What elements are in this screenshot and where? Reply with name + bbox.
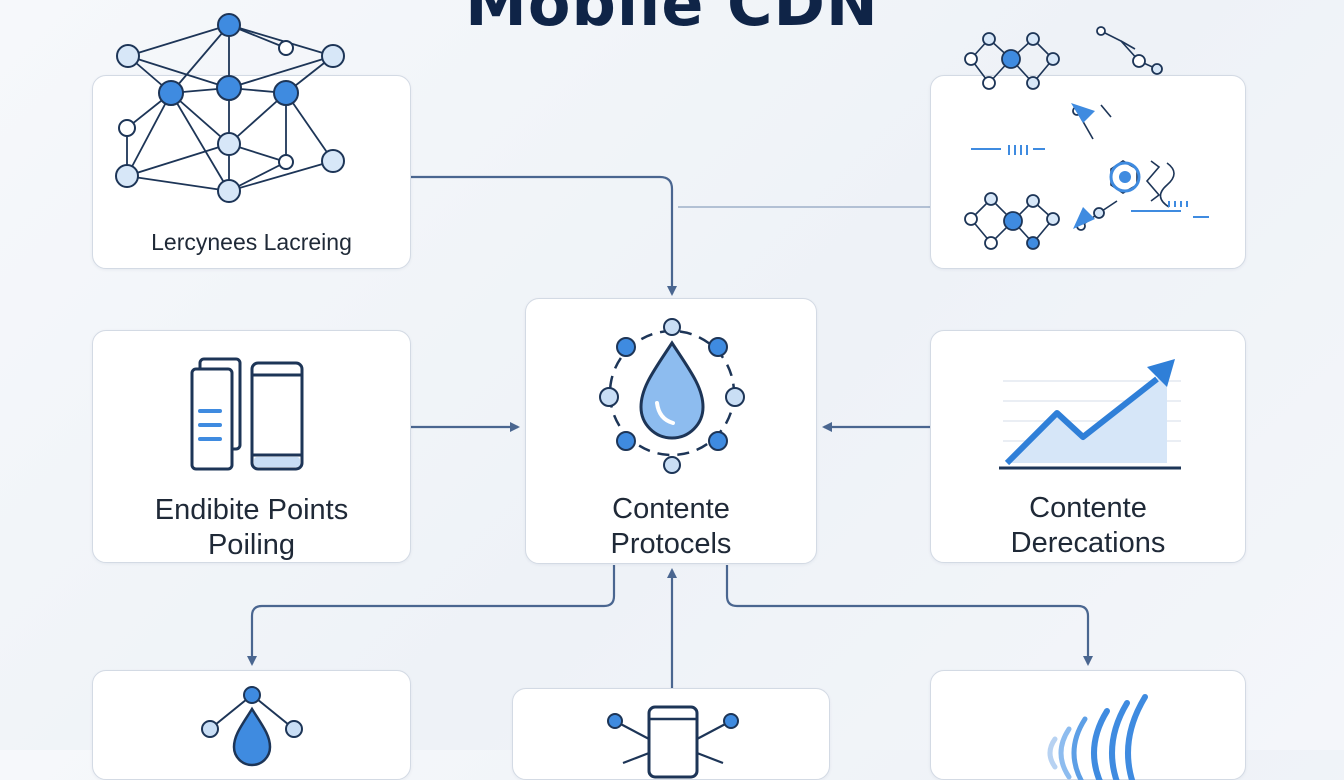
- droplet-network-icon: [201, 686, 303, 767]
- network-graph-icon: [115, 13, 345, 203]
- droplet-hub-icon: [599, 318, 745, 474]
- node-middle-left-label: Endibite Points Poiling: [93, 493, 410, 564]
- node-middle-right[interactable]: Contente Derecations: [930, 330, 1246, 563]
- node-bottom-right[interactable]: [930, 670, 1246, 780]
- node-bottom-center[interactable]: [512, 688, 830, 780]
- node-middle-left-label-line2: Poiling: [207, 529, 296, 562]
- signal-waves-icon: [1047, 694, 1148, 780]
- node-bottom-left[interactable]: [92, 670, 411, 780]
- phone-network-icon: [607, 705, 739, 779]
- node-top-left[interactable]: Lercynees Lacreing: [92, 13, 411, 269]
- growth-chart-icon: [999, 359, 1181, 470]
- connector-center-to-bottomleft: [247, 565, 616, 666]
- node-middle-right-label: Contente Derecations: [931, 491, 1245, 562]
- node-top-right[interactable]: [930, 26, 1246, 269]
- node-center-label-line1: Contente: [612, 493, 730, 525]
- connector-topleft-to-center: [411, 175, 677, 296]
- diagram-title: Mobile CDN: [465, 0, 879, 40]
- molecule-analysis-icon: [964, 26, 1209, 250]
- node-middle-left-label-line1: Endibite Points: [154, 494, 349, 526]
- node-center-label: Contente Protocels: [526, 492, 816, 563]
- devices-icon: [190, 357, 304, 471]
- node-center[interactable]: Contente Protocels: [525, 298, 817, 564]
- connector-layer: [247, 175, 1093, 688]
- node-middle-right-label-line1: Contente: [1029, 492, 1147, 524]
- node-top-left-label: Lercynees Lacreing: [151, 229, 352, 255]
- connector-center-to-bottomright: [725, 565, 1093, 666]
- node-center-label-line2: Protocels: [610, 528, 732, 561]
- node-middle-left[interactable]: Endibite Points Poiling: [92, 330, 411, 563]
- node-middle-right-label-line2: Derecations: [1010, 527, 1166, 560]
